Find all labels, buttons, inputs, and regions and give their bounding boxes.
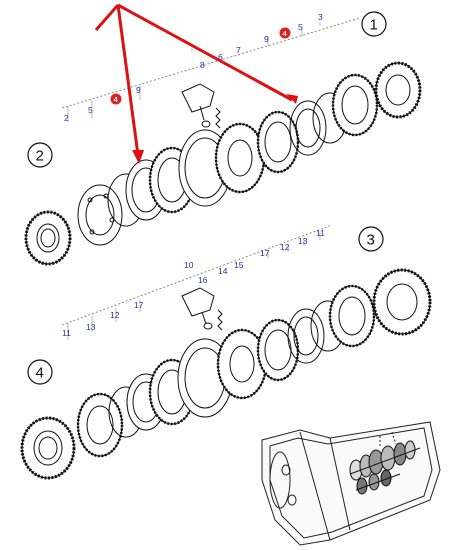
bottom-ring-d (287, 308, 325, 364)
label-16: 16 (198, 275, 208, 285)
label-12-left: 12 (110, 310, 120, 320)
svg-text:4: 4 (36, 365, 44, 382)
label-7-top: 7 (236, 45, 241, 55)
label-2-top: 2 (64, 113, 69, 123)
label-15: 15 (234, 260, 244, 270)
svg-text:2: 2 (36, 148, 44, 165)
top-synchro-plate-right (331, 73, 379, 137)
bottom-shift-fork (181, 287, 215, 330)
bottom-gear-assembly (20, 224, 432, 480)
label-17-left: 17 (134, 300, 144, 310)
red-badge-left: 4 (110, 93, 122, 105)
label-9-top-left: 9 (136, 85, 141, 95)
label-14: 14 (218, 266, 228, 276)
bottom-central-hub (177, 328, 268, 418)
callout-3: 3 (358, 226, 384, 252)
label-13-right: 13 (298, 236, 308, 246)
callout-2: 2 (27, 142, 53, 168)
top-central-hub (178, 122, 266, 207)
red-badge-right: 4 (279, 27, 291, 39)
svg-text:1: 1 (370, 17, 378, 34)
transmission-housing-inset (261, 421, 441, 546)
label-11-left: 11 (62, 328, 71, 338)
svg-text:4: 4 (283, 29, 288, 38)
label-6-top: 6 (218, 52, 223, 62)
bottom-detent-spring (217, 309, 223, 331)
top-gear-left (24, 210, 72, 266)
bottom-part-labels: 10 16 14 15 17 12 13 11 11 13 12 17 (62, 228, 325, 338)
bottom-gear-left (20, 416, 76, 480)
bottom-synchro-plate-right (328, 284, 376, 348)
red-arrows (94, 3, 298, 164)
label-3-top: 3 (318, 12, 323, 22)
svg-text:3: 3 (367, 232, 375, 249)
label-10: 10 (184, 260, 194, 270)
top-gear-assembly (24, 17, 422, 266)
bottom-synchro-plate-left (76, 392, 124, 458)
label-12-right: 12 (280, 242, 290, 252)
callout-1: 1 (361, 11, 387, 37)
top-shift-fork (181, 83, 215, 128)
label-5-top-right: 5 (298, 22, 303, 32)
bottom-gear-right (372, 268, 432, 336)
svg-text:4: 4 (114, 95, 119, 104)
label-13-left: 13 (86, 322, 96, 332)
label-5-top-left: 5 (88, 105, 93, 115)
top-synchro-plate (77, 184, 123, 246)
top-detent-spring (215, 107, 221, 129)
top-ring-d (289, 100, 327, 156)
label-8-top: 8 (200, 60, 205, 70)
top-gear-right (374, 61, 422, 119)
callout-4: 4 (27, 359, 53, 385)
label-9-top-right: 9 (264, 34, 269, 44)
label-11-right: 11 (316, 228, 325, 238)
top-part-labels: 2 5 9 8 6 7 9 5 3 (64, 12, 323, 123)
label-17-right: 17 (260, 248, 270, 258)
